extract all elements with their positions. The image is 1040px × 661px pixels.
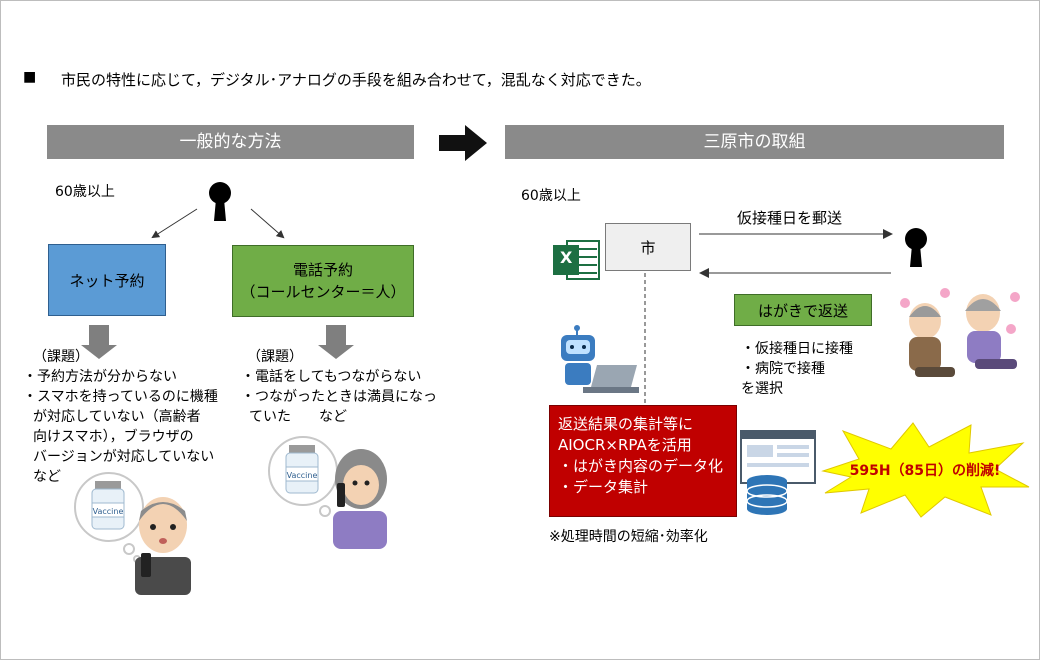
issues-b-title: （課題） — [247, 349, 303, 365]
mail-label: 仮接種日を郵送 — [737, 209, 843, 227]
red-box-line: ・はがき内容のデータ化 — [558, 457, 724, 475]
red-box-line: AIOCR×RPAを活用 — [558, 436, 692, 454]
net-reservation-box: ネット予約 — [48, 244, 166, 316]
vaccine-label-a: Vaccine — [93, 507, 124, 516]
elderly-woman-illustration: Vaccine — [268, 436, 387, 549]
city-box: 市 — [605, 223, 691, 271]
issues-a-line: など — [33, 469, 61, 485]
person-silhouette-icon-right — [905, 228, 927, 267]
issues-a-line: 向けスマホ），ブラウザの — [33, 429, 194, 445]
issues-a-line: ・予約方法が分からない — [23, 369, 177, 385]
reduction-burst: 595H（85日）の削減! — [821, 422, 1030, 518]
option-line: ・仮接種日に接種 — [741, 341, 853, 357]
right-age-label: 60歳以上 — [521, 188, 581, 204]
vaccine-label-b: Vaccine — [287, 471, 318, 480]
headline-bullet: ■ — [23, 69, 37, 85]
option-line: ・病院で接種 — [741, 361, 825, 377]
banner-mihara-approach: 三原市の取組 — [505, 125, 1004, 159]
issues-a-line: が対応していない（高齢者 — [33, 409, 201, 425]
left-age-label: 60歳以上 — [55, 184, 115, 200]
options-list: ・仮接種日に接種 ・病院で接種 を選択 — [741, 339, 853, 399]
issues-b-line: ・電話をしてもつながらない — [241, 369, 422, 385]
phone-box-line1: 電話予約 — [292, 261, 353, 279]
processing-note: ※処理時間の短縮･効率化 — [549, 529, 708, 545]
elderly-man-illustration: Vaccine — [74, 472, 191, 595]
elderly-couple-illustration — [900, 288, 1020, 377]
issues-a-line: ・スマホを持っているのに機種 — [23, 389, 218, 405]
red-box-line: 返送結果の集計等に — [558, 415, 694, 433]
excel-letter: X — [560, 248, 573, 267]
issues-a: （課題） ・予約方法が分からない ・スマホを持っているのに機種 が対応していない… — [23, 347, 218, 487]
browser-database-icon — [740, 430, 816, 515]
person-silhouette-icon — [209, 182, 231, 221]
option-line: を選択 — [741, 381, 783, 397]
reply-postcard-box: はがきで返送 — [734, 294, 872, 326]
headline-text: 市民の特性に応じて，デジタル･アナログの手段を組み合わせて，混乱なく対応できた。 — [61, 71, 651, 89]
red-box-line: ・データ集計 — [558, 478, 649, 496]
aiocr-rpa-box: 返送結果の集計等に AIOCR×RPAを活用 ・はがき内容のデータ化 ・データ集… — [549, 405, 737, 517]
robot-laptop-illustration — [561, 325, 639, 393]
excel-icon: X — [553, 239, 601, 281]
issues-a-title: （課題） — [33, 349, 89, 365]
issues-a-line: バージョンが対応していない — [33, 449, 215, 465]
banner-general-method: 一般的な方法 — [47, 125, 414, 159]
burst-text: 595H（85日）の削減! — [850, 462, 1001, 479]
phone-box-line2: （コールセンター＝人） — [240, 283, 406, 301]
phone-reservation-box: 電話予約 （コールセンター＝人） — [232, 245, 414, 317]
issues-b: （課題） ・電話をしてもつながらない ・つながったときは満員になっ ていた など — [241, 347, 437, 427]
issues-b-line: ていた など — [249, 409, 347, 425]
issues-b-line: ・つながったときは満員になっ — [241, 389, 437, 405]
transition-arrow-icon — [439, 125, 487, 161]
